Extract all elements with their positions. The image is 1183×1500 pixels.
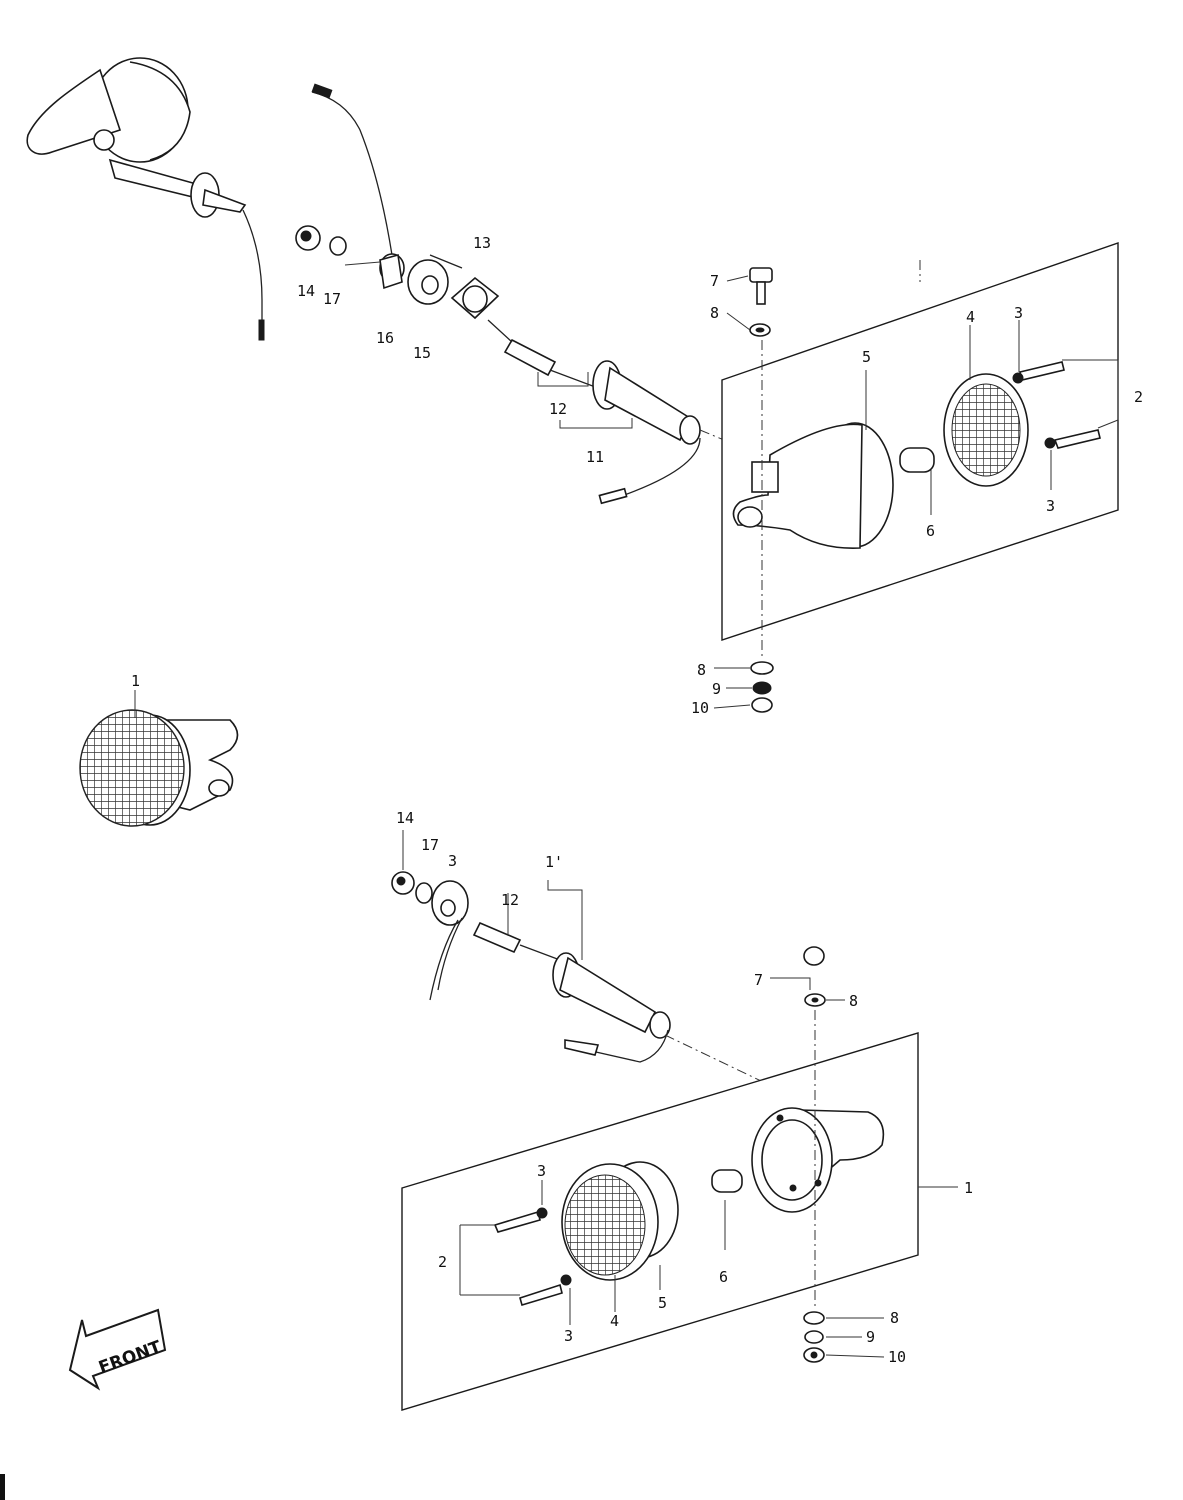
label-10-top: 10: [691, 699, 709, 717]
label-4-bottom: 4: [610, 1312, 619, 1330]
label-11-top: 11: [586, 448, 604, 466]
label-1-bottom: 1: [964, 1179, 973, 1197]
assembled-turn-signal-top-left: [26, 57, 265, 341]
stem-11-bottom: [547, 880, 671, 1063]
label-3-top-a: 3: [1014, 304, 1023, 322]
bracket-13-bottom: [429, 880, 469, 1001]
edge-mark: [0, 1474, 5, 1500]
label-6-bottom: 6: [719, 1268, 728, 1286]
nut-stack-bottom: [803, 1311, 885, 1363]
bolt-7-top: [749, 267, 773, 305]
label-13-top: 13: [473, 234, 491, 252]
stem-11-top: [592, 360, 701, 505]
label-4-top: 4: [966, 308, 975, 326]
socket-6-top: [899, 447, 935, 473]
label-3-bottom-a: 3: [537, 1162, 546, 1180]
washer-8-bottom: [804, 993, 845, 1007]
label-14-top: 14: [297, 282, 315, 300]
housing-1-bottom: [751, 1107, 885, 1213]
label-17-top: 17: [323, 290, 341, 308]
assembled-turn-signal-left: [79, 690, 239, 827]
label-5-top: 5: [862, 348, 871, 366]
screws-2-bottom: [459, 1180, 661, 1325]
label-6-top: 6: [926, 522, 935, 540]
label-8-bottom: 8: [849, 992, 858, 1010]
label-12-bottom: 12: [501, 891, 519, 909]
label-8-top: 8: [710, 304, 719, 322]
label-9-top: 9: [712, 680, 721, 698]
part-number-labels: 14 17 16 15 13 12 11 7 8 5 4 3 2 3 6 8 9…: [96, 234, 1143, 1378]
label-1-left: 1: [131, 672, 140, 690]
grommet-15-top: [407, 259, 449, 305]
label-3-bottom-b: 3: [564, 1327, 573, 1345]
washer-8-top: [749, 323, 771, 337]
label-7-bottom: 7: [754, 971, 763, 989]
connector-12-top: [487, 319, 599, 389]
label-8-top-lower: 8: [697, 661, 706, 679]
label-11-bottom: 1': [545, 853, 563, 871]
label-2-top: 2: [1134, 388, 1143, 406]
terminal-16-top: [379, 253, 405, 290]
label-9-bottom: 9: [866, 1328, 875, 1346]
label-5-bottom: 5: [658, 1294, 667, 1312]
nut-14-bottom: [391, 830, 415, 895]
lens-4-top: [943, 373, 1029, 487]
label-14-bottom: 14: [396, 809, 414, 827]
front-direction-arrow: [68, 1308, 167, 1391]
screws-2-top: [1012, 359, 1119, 449]
socket-6-bottom: [711, 1169, 743, 1250]
leader-lines-top: [344, 261, 1052, 709]
nut-14-top: [295, 225, 321, 251]
connector-12-bottom: [472, 893, 561, 961]
label-12-top: 12: [549, 400, 567, 418]
washer-17-top: [329, 236, 347, 256]
housing-5-top: [732, 422, 894, 549]
washer-17-bottom: [415, 882, 433, 904]
label-17-bottom: 17: [421, 836, 439, 854]
label-2-bottom: 2: [438, 1253, 447, 1271]
label-7-top: 7: [710, 272, 719, 290]
label-8-bottom-lower: 8: [890, 1309, 899, 1327]
bolt-7-bottom: [770, 946, 825, 990]
bracket-13-top: [429, 254, 500, 320]
label-10-bottom: 10: [888, 1348, 906, 1366]
label-16-top: 16: [376, 329, 394, 347]
lens-4-bottom: [561, 1161, 679, 1281]
label-13-bottom: 3: [448, 852, 457, 870]
wire-lead-16: [311, 83, 393, 256]
nut-stack-top: [750, 661, 774, 713]
lower-panel: [401, 1032, 958, 1411]
label-15-top: 15: [413, 344, 431, 362]
label-3-top-b: 3: [1046, 497, 1055, 515]
